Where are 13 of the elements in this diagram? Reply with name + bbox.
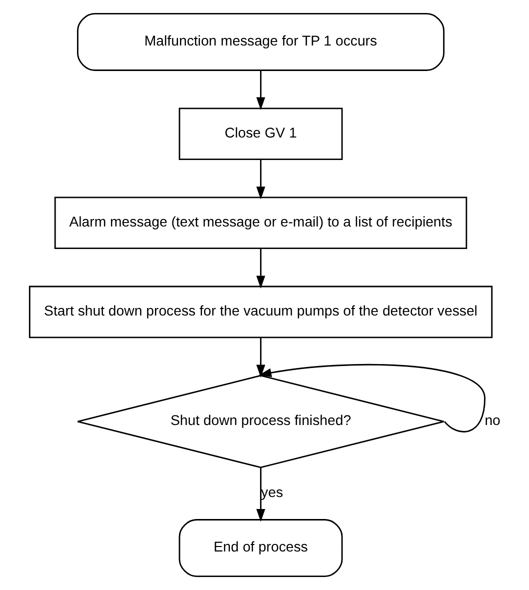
node-diamond: Shut down process finished? [76, 374, 444, 468]
node-box: Malfunction message for TP 1 occurs [76, 13, 444, 71]
arrow [258, 364, 485, 432]
arrow [256, 160, 265, 200]
node-box: Alarm message (text message or e-mail) to a list of recipients [54, 196, 467, 250]
arrow [256, 70, 265, 110]
node-box: Start shut down process for the vacuum pumps of the detector vessel [28, 286, 492, 338]
arrow [256, 338, 265, 378]
node-box: End of process [178, 519, 342, 577]
arrow [256, 468, 265, 522]
edge-label: no [484, 412, 500, 428]
node-box: Close GV 1 [178, 108, 342, 160]
arrow [256, 248, 265, 288]
